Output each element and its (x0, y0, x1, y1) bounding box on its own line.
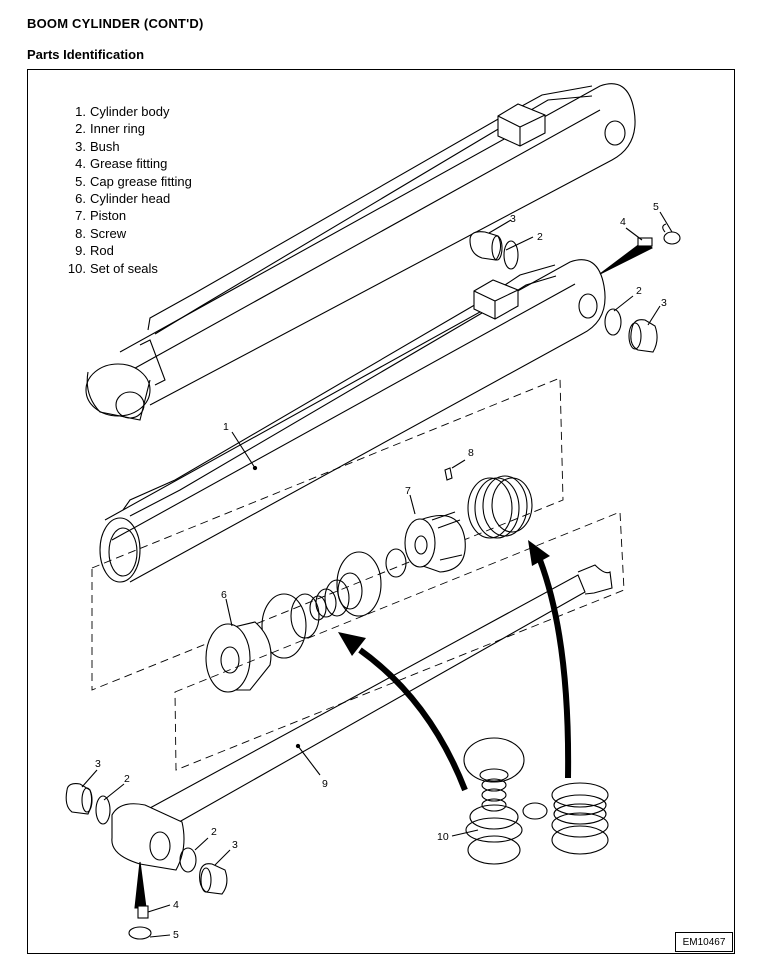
callout-5: 5 (173, 929, 179, 941)
parts-list-item: 1.Cylinder body (75, 104, 170, 119)
callout-10: 10 (437, 831, 449, 843)
bush-ring-top (469, 219, 661, 353)
rod (111, 564, 613, 871)
bush-ring-left (65, 769, 125, 825)
callout-3: 3 (95, 758, 101, 770)
parts-list: 1.Cylinder body 2.Inner ring 3.Bush 4.Gr… (58, 103, 192, 277)
parts-list-item: 6.Cylinder head (75, 191, 171, 207)
page-title: BOOM CYLINDER (CONT'D) (27, 16, 204, 31)
parts-list-item: 9.Rod (75, 243, 114, 259)
callout-2: 2 (124, 773, 130, 785)
callout-9: 9 (322, 778, 328, 790)
callout-3: 3 (232, 839, 238, 851)
callout-5: 5 (653, 201, 659, 213)
parts-list-item: 4.Grease fitting (75, 156, 168, 172)
assembled-cylinder (85, 83, 636, 421)
figure-frame (27, 69, 735, 954)
callout-1: 1 (223, 421, 229, 433)
parts-list-item: 3.Bush (75, 138, 120, 154)
grease-fitting-top (599, 211, 681, 275)
parts-list-item: 2.Inner ring (75, 121, 145, 137)
figure-reference-code: EM10467 (675, 932, 733, 952)
cylinder-body (99, 259, 606, 583)
cylinder-head (205, 598, 272, 693)
callout-6: 6 (221, 589, 227, 601)
parts-list-item: 7.Piston (75, 208, 127, 224)
callout-4: 4 (173, 899, 179, 911)
parts-list-item: 8.Screw (75, 225, 127, 241)
callout-8: 8 (468, 447, 474, 459)
callout-2: 2 (211, 826, 217, 838)
callout-2: 2 (636, 285, 642, 297)
piston (404, 494, 466, 573)
callout-7: 7 (405, 485, 411, 497)
screw (444, 459, 466, 481)
parts-list-item: 10.Set of seals (67, 260, 158, 276)
callout-3: 3 (661, 297, 667, 309)
callout-3: 3 (510, 213, 516, 225)
bush-ring-bottom (179, 837, 231, 895)
callout-4: 4 (620, 216, 626, 228)
section-subtitle: Parts Identification (27, 47, 145, 62)
parts-list-item: 5.Cap grease fitting (75, 173, 192, 189)
grease-fitting-bottom (128, 861, 171, 940)
callout-2: 2 (537, 231, 543, 243)
